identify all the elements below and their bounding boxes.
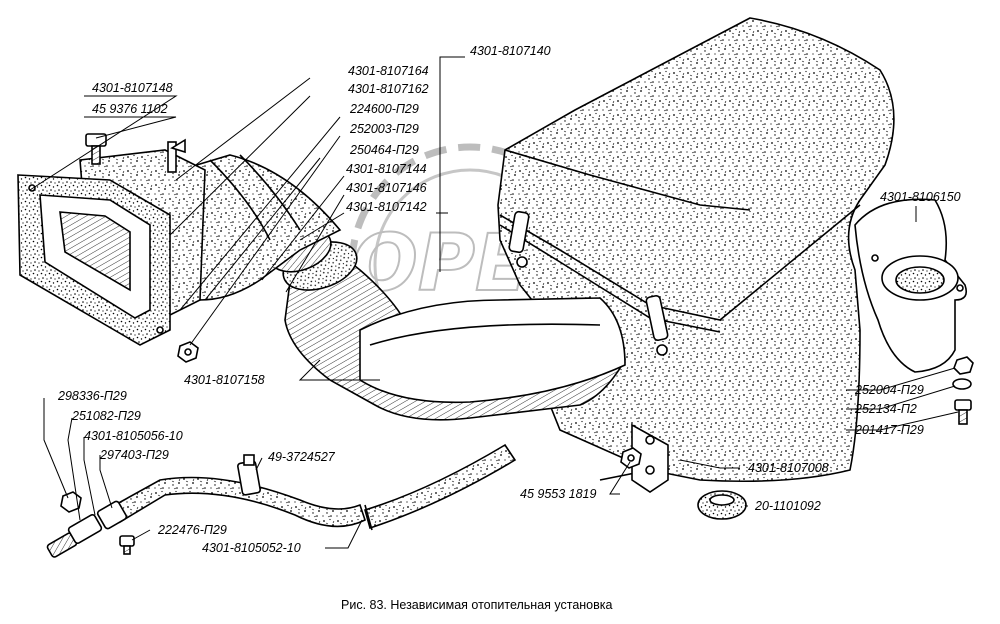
- fuel-hose: [114, 443, 517, 531]
- label-4301-8106150: 4301-8106150: [880, 190, 961, 204]
- label-4301-8105056-10: 4301-8105056-10: [84, 429, 183, 443]
- label-45-9376-1102: 45 9376 1102: [92, 102, 168, 116]
- label-201417-p29: 201417-П29: [854, 423, 924, 437]
- label-4301-8107142: 4301-8107142: [346, 200, 427, 214]
- label-252004-p29: 252004-П29: [854, 383, 924, 397]
- mounting-bracket: [631, 423, 669, 493]
- label-4301-8107144: 4301-8107144: [346, 162, 427, 176]
- label-4301-8107140: 4301-8107140: [470, 44, 551, 58]
- label-252003-p29: 252003-П29: [349, 122, 419, 136]
- nut-252003: [177, 341, 199, 363]
- fuel-fitting: [46, 491, 128, 558]
- bolt-201417: [954, 399, 972, 425]
- clamp-49-3724527: [237, 454, 261, 496]
- nut-459553: [620, 447, 642, 469]
- label-4301-8107164: 4301-8107164: [348, 64, 429, 78]
- label-45-9553-1819: 45 9553 1819: [520, 487, 597, 501]
- label-298336-p29: 298336-П29: [57, 389, 127, 403]
- leader-lines: [29, 56, 959, 549]
- label-4301-8107008: 4301-8107008: [748, 461, 829, 475]
- flange-frame: [17, 174, 171, 346]
- elbow-duct: [282, 241, 626, 421]
- label-4301-8107162: 4301-8107162: [348, 82, 429, 96]
- washer-252134: [952, 378, 972, 390]
- label-222476-p29: 222476-П29: [157, 523, 227, 537]
- label-251082-p29: 251082-П29: [71, 409, 141, 423]
- label-4301-8105052-10: 4301-8105052-10: [202, 541, 301, 555]
- latch-right: [645, 294, 669, 356]
- label-4301-8107158: 4301-8107158: [184, 373, 265, 387]
- label-252134-p2: 252134-П2: [854, 402, 917, 416]
- label-20-1101092: 20-1101092: [754, 499, 821, 513]
- label-250464-p29: 250464-П29: [349, 143, 419, 157]
- rubber-mount: [697, 490, 747, 520]
- screw-222476: [119, 535, 135, 555]
- part-labels: 4301-8107148 45 9376 1102 4301-8107164 4…: [57, 44, 961, 555]
- nut-252004: [953, 356, 974, 375]
- label-297403-p29: 297403-П29: [99, 448, 169, 462]
- label-224600-p29: 224600-П29: [349, 102, 419, 116]
- label-4301-8107148: 4301-8107148: [92, 81, 173, 95]
- label-49-3724527: 49-3724527: [268, 450, 336, 464]
- label-4301-8107146: 4301-8107146: [346, 181, 427, 195]
- exhaust-cup: [854, 198, 968, 373]
- figure-caption: Рис. 83. Независимая отопительная устано…: [341, 598, 613, 612]
- latch-left: [508, 210, 530, 268]
- heater-housing: [497, 17, 895, 483]
